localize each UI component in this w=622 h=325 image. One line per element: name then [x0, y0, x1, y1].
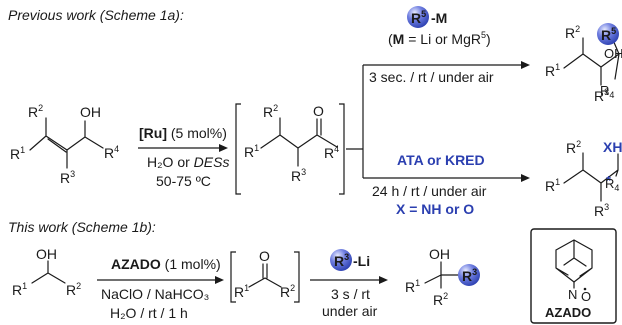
solvent-label: H₂O or DESs: [147, 154, 229, 170]
hydroxyl-label: OH: [429, 246, 450, 262]
isomerization-arrow: [Ru] (5 mol%) H₂O or DESs 50-75 ºC: [138, 125, 229, 189]
azado-label: AZADO: [545, 305, 591, 320]
substituent-r2: R2: [66, 281, 81, 298]
oxidation-arrow: AZADO (1 mol%) NaClO / NaHCO₃ H₂O / rt /…: [97, 256, 224, 321]
substituent-r1: R1: [405, 278, 420, 295]
lithium-label: -Li: [353, 253, 370, 269]
azado-catalyst-label: AZADO (1 mol%): [111, 256, 221, 272]
hydroxyl-label: OH: [80, 104, 101, 120]
r3-badge-label: R3: [334, 252, 349, 269]
r3-badge-label: R3: [462, 267, 477, 284]
metal-definition: (M = Li or MgR5): [388, 30, 491, 47]
oxidation-conditions: H₂O / rt / 1 h: [110, 305, 188, 321]
substituent-r4: R4: [605, 176, 619, 193]
substituent-r4: R4: [324, 144, 339, 161]
this-work-heading: This work (Scheme 1b):: [8, 219, 156, 235]
substituent-r1: R1: [545, 62, 560, 79]
substituent-r2: R2: [263, 103, 278, 120]
xh-label: XH: [603, 139, 622, 155]
substituent-r1: R1: [545, 177, 560, 194]
branching-arrows: [346, 61, 530, 182]
azado-structure-box: N O AZADO: [530, 228, 617, 324]
tertiary-alcohol-product: R2 R5 OH R1 R4 R3: [545, 23, 622, 104]
substituent-r3: R3: [594, 202, 609, 219]
hydroxyl-label: OH: [36, 246, 57, 262]
chiral-product: R2 XH * R1 R4 R3: [545, 139, 622, 219]
substituent-r1: R1: [12, 281, 27, 298]
carbonyl-oxygen: O: [259, 248, 270, 264]
substituent-r1: R1: [234, 283, 249, 300]
metal-label: -M: [431, 10, 447, 26]
oxyl-radical: O: [581, 289, 591, 304]
ketone-intermediate: R2 O R1 R4 R3: [235, 103, 345, 195]
substituent-r3: R3: [594, 87, 609, 104]
oxidant-label: NaClO / NaHCO₃: [101, 286, 209, 302]
substituent-r3: R3: [60, 169, 75, 186]
substituent-r2: R2: [280, 283, 295, 300]
r3-badge: [458, 264, 480, 286]
x-definition: X = NH or O: [396, 201, 474, 217]
addition-conditions: 3 sec. / rt / under air: [369, 69, 494, 85]
ru-catalyst-label: [Ru] (5 mol%): [139, 125, 227, 141]
substituent-r4: R4: [600, 83, 614, 100]
substituent-r2: R2: [565, 24, 580, 41]
substituent-r2: R2: [28, 103, 43, 120]
biocatalyst-reagent: ATA or KRED 24 h / rt / under air X = NH…: [372, 152, 487, 217]
organolithium-arrow: R3 -Li 3 s / rt under air: [310, 249, 388, 319]
substituent-r2: R2: [566, 139, 581, 156]
r5-badge: [407, 6, 429, 28]
ketone-intermediate: O R1 R2: [230, 248, 300, 303]
allylic-alcohol-substrate: R2 OH R1 R4 R3: [10, 103, 119, 186]
addition-time: 3 s / rt: [331, 286, 370, 302]
r3-badge: [330, 249, 352, 271]
hydroxyl-label: OH: [604, 46, 622, 61]
r5-badge: [597, 23, 619, 45]
r5-badge-label: R5: [411, 9, 426, 26]
previous-work-heading: Previous work (Scheme 1a):: [8, 7, 184, 23]
r5-badge-label: R5: [601, 26, 616, 43]
tertiary-alcohol-product: OH R1 R2 R3: [405, 246, 480, 308]
substituent-r1: R1: [244, 143, 259, 160]
substituent-r3: R3: [291, 167, 306, 184]
substituent-r2: R2: [433, 291, 448, 308]
addition-atmosphere: under air: [322, 303, 378, 319]
enzymatic-conditions: 24 h / rt / under air: [372, 183, 487, 199]
substituent-r1: R1: [10, 145, 25, 162]
stereocenter-star: *: [606, 173, 612, 188]
substituent-r4: R4: [104, 144, 119, 161]
temperature-label: 50-75 ºC: [156, 173, 211, 189]
enzyme-label: ATA or KRED: [397, 152, 485, 168]
nitrogen-atom: N: [568, 287, 577, 302]
organometallic-reagent: R5 -M (M = Li or MgR5) 3 sec. / rt / und…: [369, 6, 494, 85]
secondary-alcohol-substrate: OH R1 R2: [12, 246, 81, 298]
carbonyl-oxygen: O: [313, 103, 324, 119]
